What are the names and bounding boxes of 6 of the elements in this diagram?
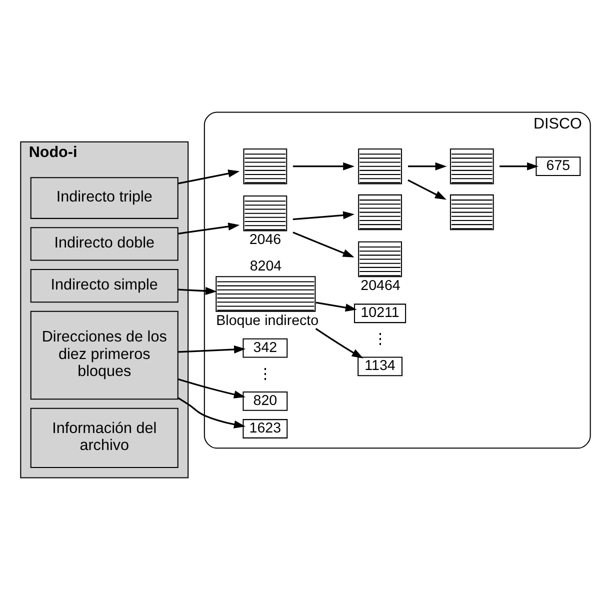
node-label: 2046 [249,232,282,248]
label: ⋮ [258,366,272,382]
node-label: 8204 [250,258,282,274]
label: ⋮ [373,331,388,348]
node-label: 20464 [360,278,400,294]
node-label: Bloque indirecto [216,312,319,328]
